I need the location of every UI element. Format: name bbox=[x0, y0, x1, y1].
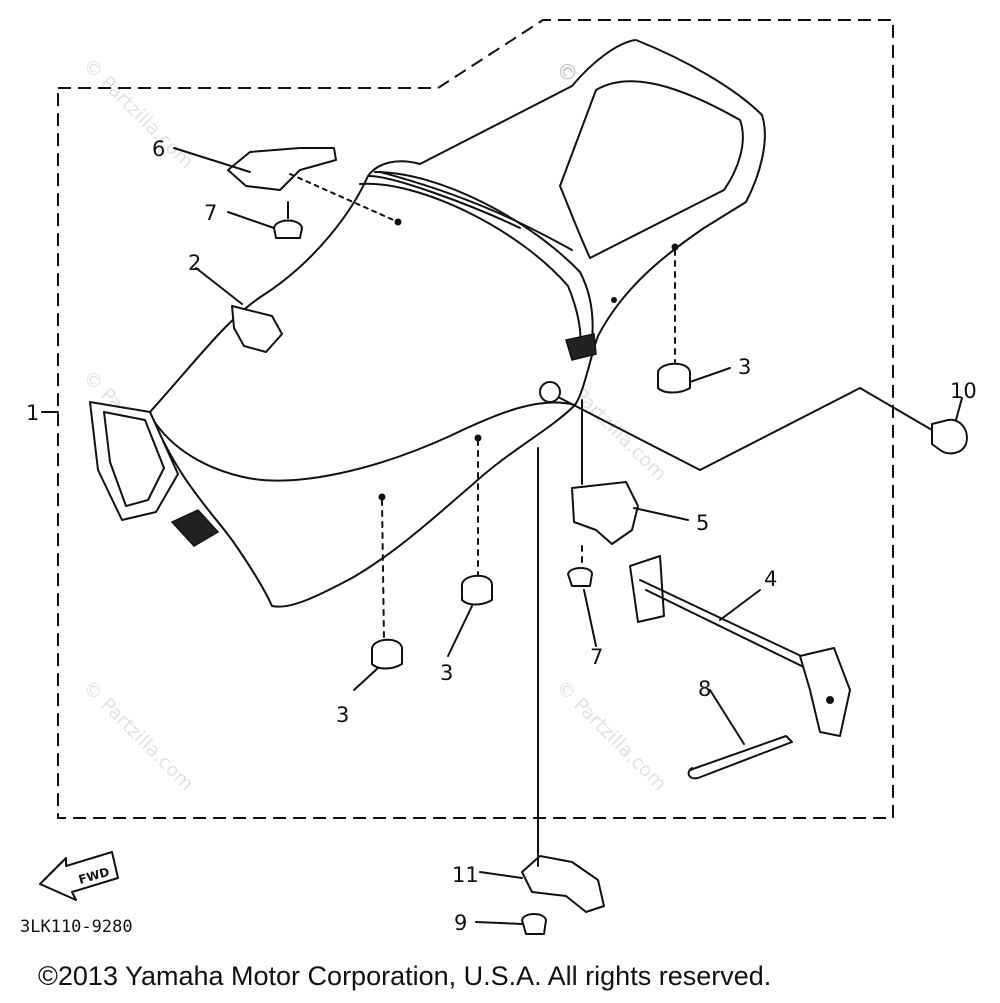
watermark-bottom-left: © Partzilla.com bbox=[78, 676, 197, 795]
label-part-4: 4 bbox=[764, 567, 777, 591]
lock-rod-pin bbox=[826, 696, 834, 704]
label-part-3-left: 3 bbox=[336, 703, 349, 727]
diagram-code: 3LK110-9280 bbox=[20, 917, 133, 937]
label-part-11: 11 bbox=[452, 863, 479, 887]
leader-11 bbox=[479, 871, 523, 879]
seat-strap bbox=[359, 171, 594, 349]
lock-rod-front-plate bbox=[629, 555, 665, 623]
lock-rod-rear-plate bbox=[799, 647, 851, 737]
leader-9 bbox=[475, 921, 523, 925]
forward-arrow-icon: FWD bbox=[39, 851, 119, 901]
leader-3-center bbox=[447, 605, 473, 657]
leader-2 bbox=[195, 267, 243, 305]
leader-6-dashed bbox=[289, 173, 399, 223]
leader-3-right bbox=[689, 367, 731, 383]
bolt-part-7-lower bbox=[567, 567, 593, 587]
leader-lines bbox=[41, 147, 963, 925]
damper-part-3-right bbox=[657, 362, 691, 394]
copyright-notice: ©2013 Yamaha Motor Corporation, U.S.A. A… bbox=[38, 961, 771, 991]
leader-8 bbox=[709, 689, 745, 745]
label-part-3-right: 3 bbox=[738, 355, 751, 379]
spring-wire-part-8 bbox=[687, 735, 793, 780]
lock-rod-part-4 bbox=[629, 555, 851, 737]
front-bracket-part-2 bbox=[231, 305, 283, 353]
leader-5 bbox=[633, 507, 689, 521]
seat-mount-hole bbox=[474, 434, 482, 442]
part-number-labels: 1 2 3 3 3 4 5 6 7 7 8 9 10 11 bbox=[26, 137, 977, 935]
watermark-top-left: © Partzilla.com bbox=[78, 54, 197, 173]
seat-lower-edge bbox=[151, 401, 576, 482]
label-part-7-upper: 7 bbox=[204, 201, 217, 225]
label-part-6: 6 bbox=[152, 137, 165, 161]
leader-3-left-dashed bbox=[381, 499, 385, 641]
assembly-boundary bbox=[57, 19, 894, 819]
seat-assembly bbox=[89, 39, 766, 608]
bolt-part-7-upper bbox=[273, 219, 303, 239]
seat-front-hook bbox=[170, 509, 220, 547]
leader-4 bbox=[719, 589, 761, 621]
latch-bracket-part-5 bbox=[571, 481, 639, 545]
seat-mount-hole bbox=[611, 297, 617, 303]
lock-rod-shaft bbox=[639, 579, 819, 675]
seat-front-tongue-inner bbox=[103, 411, 165, 507]
label-part-5: 5 bbox=[696, 511, 709, 535]
label-part-10: 10 bbox=[950, 379, 977, 403]
latch-part-11 bbox=[521, 855, 605, 913]
seat-rear-pad-outline bbox=[559, 80, 744, 259]
leader-3-left bbox=[353, 667, 379, 691]
label-part-3-center: 3 bbox=[440, 661, 453, 685]
damper-part-3-center bbox=[461, 574, 493, 606]
seat-mount-hole bbox=[378, 493, 386, 501]
label-part-9: 9 bbox=[454, 911, 467, 935]
leader-7-lower bbox=[583, 589, 597, 647]
watermark-bottom-center: © Partzilla.com bbox=[551, 676, 670, 795]
leader-7-upper bbox=[227, 211, 275, 229]
label-part-7-lower: 7 bbox=[590, 645, 603, 669]
seat-front-tongue bbox=[89, 401, 179, 521]
damper-part-3-left bbox=[371, 638, 403, 670]
strap-end-bracket bbox=[565, 333, 597, 361]
label-part-1: 1 bbox=[26, 401, 39, 425]
leader-10-lock-path bbox=[559, 387, 933, 471]
knob-part-10 bbox=[931, 418, 968, 455]
nut-part-9 bbox=[521, 913, 547, 935]
seat-lock-hole bbox=[539, 381, 561, 403]
label-part-8: 8 bbox=[698, 677, 711, 701]
seat-step-back bbox=[379, 171, 573, 251]
label-part-2: 2 bbox=[188, 251, 201, 275]
seat-step-front bbox=[367, 174, 521, 229]
leader-10 bbox=[955, 397, 963, 421]
seat-mount-hole bbox=[671, 243, 679, 251]
leader-6 bbox=[173, 147, 251, 173]
hook-bracket-part-6 bbox=[227, 147, 337, 191]
